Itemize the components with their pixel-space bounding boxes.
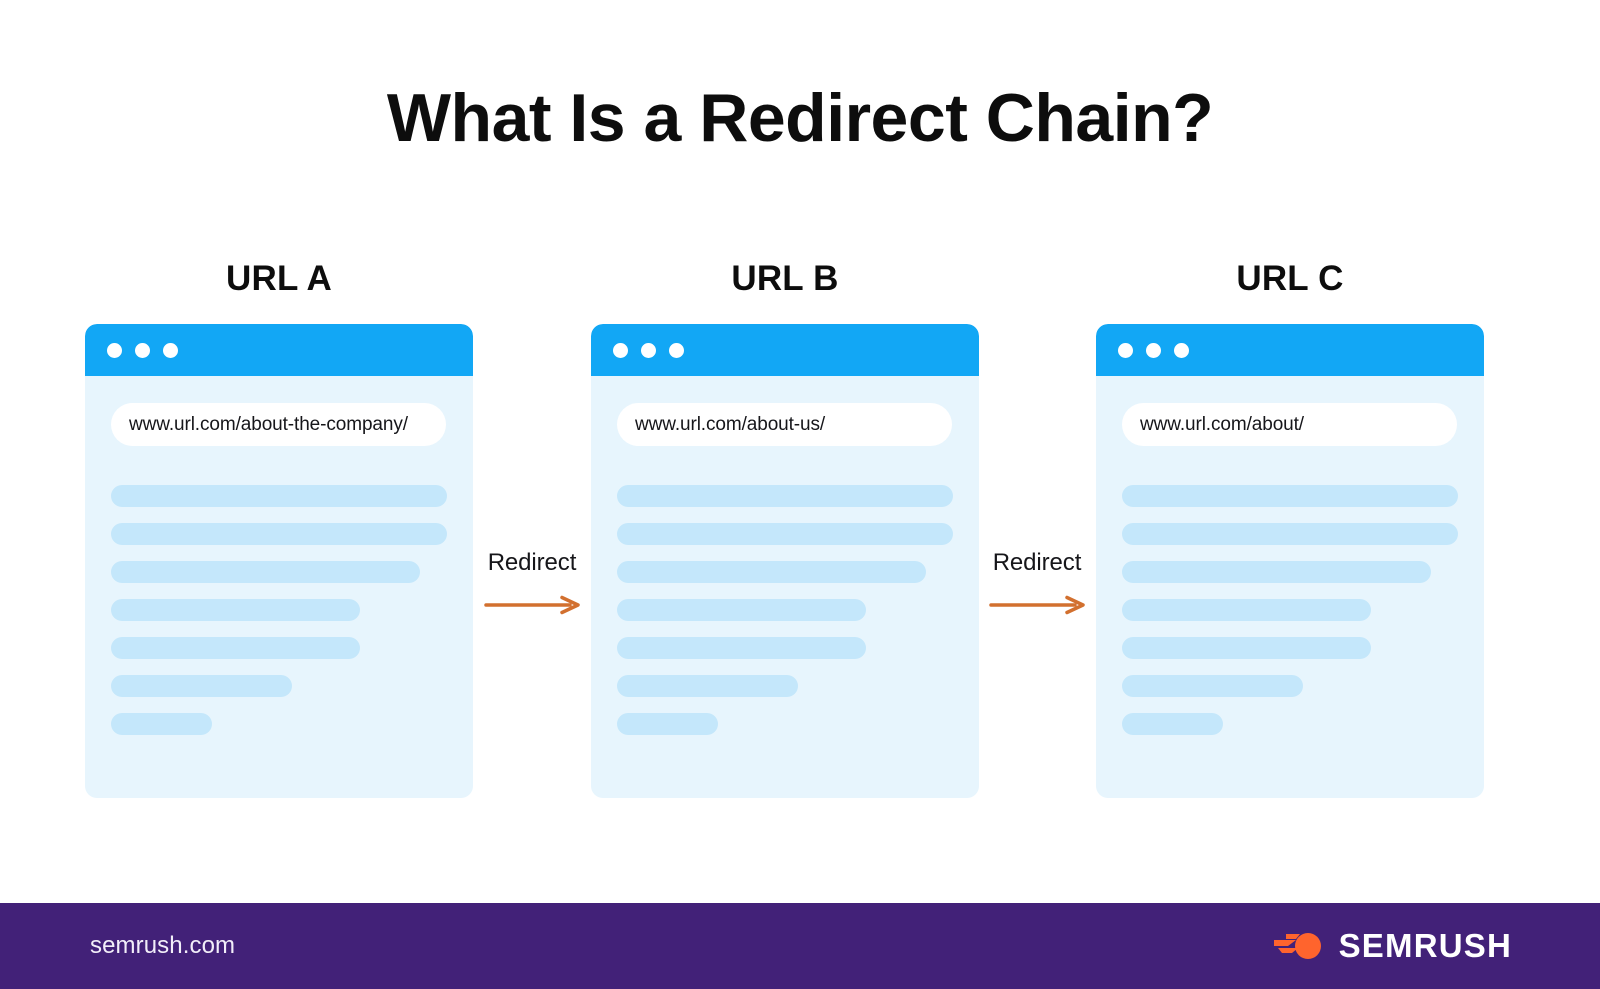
- skeleton-bar: [1122, 485, 1458, 507]
- address-bar-a[interactable]: www.url.com/about-the-company/: [111, 403, 446, 446]
- window-dot-icon: [1174, 342, 1189, 358]
- skeleton-bar: [617, 713, 718, 735]
- card-label-c: URL C: [1236, 259, 1344, 298]
- skeleton-bar: [1122, 713, 1223, 735]
- address-bar-text-c: www.url.com/about/: [1140, 413, 1304, 435]
- footer-site-url: semrush.com: [90, 932, 236, 959]
- skeleton-bar: [617, 637, 866, 659]
- card-label-a: URL A: [226, 259, 332, 298]
- address-bar-c[interactable]: www.url.com/about/: [1122, 403, 1457, 446]
- skeleton-bar: [111, 561, 421, 583]
- url-column-a: URL A www.url.com/about-the-company/: [85, 258, 473, 798]
- address-bar-text-a: www.url.com/about-the-company/: [129, 413, 408, 435]
- address-bar-text-b: www.url.com/about-us/: [635, 413, 826, 435]
- window-dot-icon: [613, 342, 628, 358]
- skeleton-bar: [1122, 675, 1304, 697]
- arrow-right-icon: [484, 595, 580, 615]
- skeleton-bar: [617, 599, 866, 621]
- skeleton-bar: [617, 485, 953, 507]
- semrush-wordmark: SEMRUSH: [1338, 927, 1512, 964]
- redirect-label-1: Redirect: [487, 549, 577, 576]
- skeleton-bar: [1122, 523, 1458, 545]
- skeleton-bar: [111, 637, 360, 659]
- skeleton-bar: [617, 561, 927, 583]
- browser-titlebar-c: [1096, 324, 1484, 376]
- skeleton-bar: [111, 485, 447, 507]
- window-dot-icon: [1118, 342, 1133, 358]
- content-skeleton-c: [1122, 485, 1458, 751]
- skeleton-bar: [617, 523, 953, 545]
- window-dot-icon: [135, 342, 150, 358]
- browser-card-a: www.url.com/about-the-company/: [85, 324, 473, 798]
- window-dot-icon: [163, 342, 178, 358]
- card-label-b: URL B: [731, 259, 839, 298]
- redirect-connector-1: Redirect: [452, 548, 612, 617]
- address-bar-b[interactable]: www.url.com/about-us/: [617, 403, 952, 446]
- skeleton-bar: [1122, 637, 1371, 659]
- window-dot-icon: [641, 342, 656, 358]
- redirect-label-2: Redirect: [992, 549, 1082, 576]
- url-column-c: URL C www.url.com/about/: [1096, 258, 1484, 798]
- browser-titlebar-b: [591, 324, 979, 376]
- skeleton-bar: [1122, 599, 1371, 621]
- window-dot-icon: [1146, 342, 1161, 358]
- browser-card-b: www.url.com/about-us/: [591, 324, 979, 798]
- page-title: What Is a Redirect Chain?: [386, 80, 1214, 156]
- url-column-b: URL B www.url.com/about-us/: [591, 258, 979, 798]
- content-skeleton-b: [617, 485, 953, 751]
- semrush-comet-logo-icon: [1273, 933, 1321, 959]
- arrow-right-icon: [989, 595, 1085, 615]
- skeleton-bar: [1122, 561, 1432, 583]
- skeleton-bar: [617, 675, 799, 697]
- skeleton-bar: [111, 675, 293, 697]
- window-dot-icon: [107, 342, 122, 358]
- skeleton-bar: [111, 599, 360, 621]
- redirect-connector-2: Redirect: [957, 548, 1117, 617]
- skeleton-bar: [111, 523, 447, 545]
- footer-bar: semrush.com SEMRUSH: [0, 903, 1600, 989]
- content-skeleton-a: [111, 485, 447, 751]
- semrush-logo: SEMRUSH: [1272, 927, 1512, 965]
- browser-card-c: www.url.com/about/: [1096, 324, 1484, 798]
- window-dot-icon: [669, 342, 684, 358]
- skeleton-bar: [111, 713, 212, 735]
- browser-titlebar-a: [85, 324, 473, 376]
